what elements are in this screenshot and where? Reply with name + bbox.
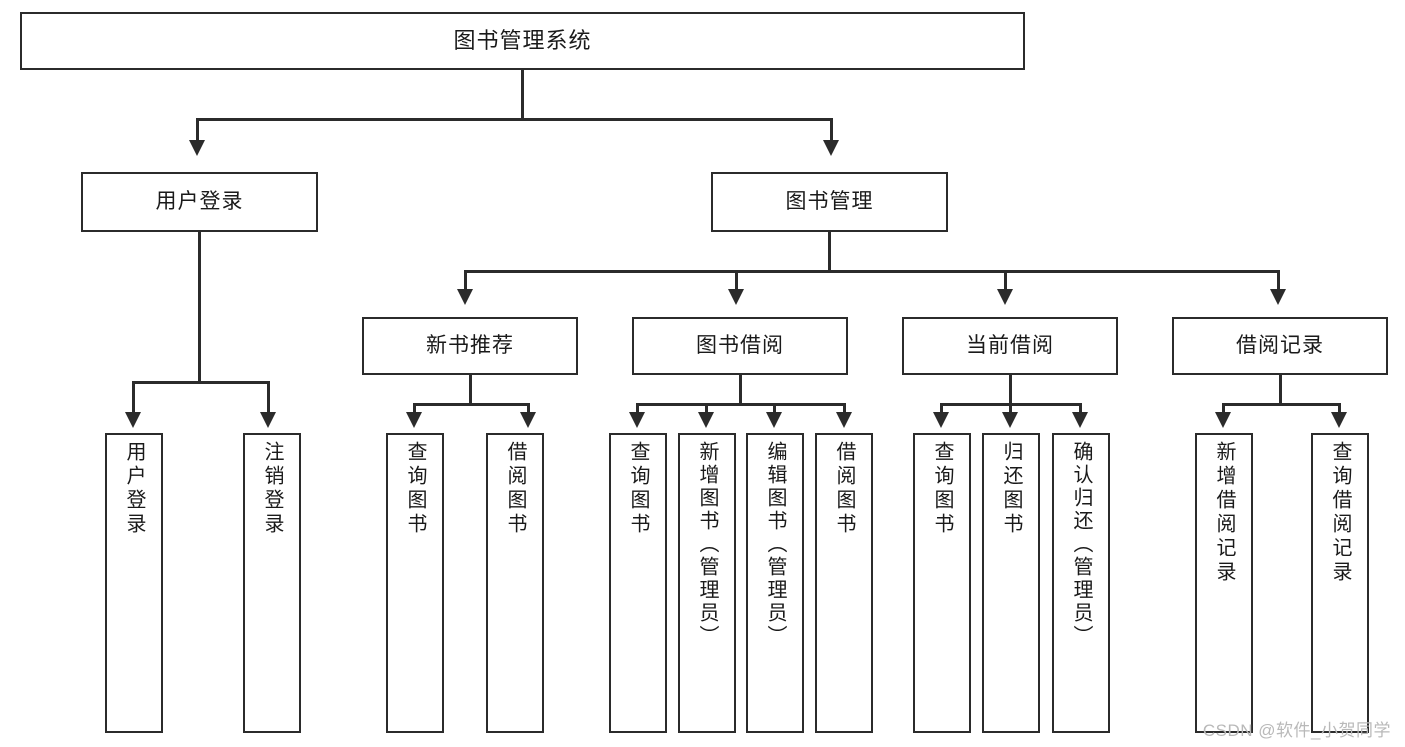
node-book-borrow[interactable]: 图书借阅 — [632, 317, 848, 375]
arrow-head-borrow-1 — [629, 412, 645, 428]
arrow-head-recommend-1 — [406, 412, 422, 428]
node-label: 归还图书 — [1000, 441, 1022, 537]
node-user-login[interactable]: 用户登录 — [81, 172, 318, 232]
leaf-return-book[interactable]: 归还图书 — [982, 433, 1040, 733]
node-label: 查询借阅记录 — [1329, 441, 1351, 585]
node-label: 确认归还（管理员） — [1070, 441, 1092, 648]
connector-user-login-drop-2 — [267, 381, 270, 415]
node-label: 查询图书 — [627, 441, 649, 537]
connector-record-bus — [1222, 403, 1341, 406]
arrow-head-book-mgmt-3 — [997, 289, 1013, 305]
node-new-book-recommend[interactable]: 新书推荐 — [362, 317, 578, 375]
connector-borrow-drop-4 — [843, 403, 846, 417]
leaf-borrow-book-recommend[interactable]: 借阅图书 — [486, 433, 544, 733]
connector-user-login-bus — [132, 381, 269, 384]
arrow-head-book-mgmt-4 — [1270, 289, 1286, 305]
connector-book-mgmt-drop-2 — [735, 270, 738, 292]
connector-book-mgmt-drop-1 — [464, 270, 467, 292]
node-label: 借阅图书 — [833, 441, 855, 537]
node-label: 查询图书 — [404, 441, 426, 537]
node-label: 图书借阅 — [696, 333, 784, 357]
connector-recommend-bus — [413, 403, 530, 406]
connector-root-bus — [196, 118, 833, 121]
arrow-head-user-login-1 — [125, 412, 141, 428]
connector-book-mgmt-drop-3 — [1004, 270, 1007, 292]
leaf-query-book-borrow[interactable]: 查询图书 — [609, 433, 667, 733]
arrow-head-current-3 — [1072, 412, 1088, 428]
connector-recommend-drop-1 — [413, 403, 416, 417]
arrow-head-current-2 — [1002, 412, 1018, 428]
connector-borrow-stem — [739, 375, 742, 403]
connector-recommend-stem — [469, 375, 472, 403]
arrow-head-root-2 — [823, 140, 839, 156]
connector-current-drop-3 — [1079, 403, 1082, 417]
node-label: 新书推荐 — [426, 333, 514, 357]
arrow-head-borrow-2 — [698, 412, 714, 428]
connector-current-drop-2 — [1009, 403, 1012, 417]
leaf-edit-book-admin[interactable]: 编辑图书（管理员） — [746, 433, 804, 733]
leaf-query-book-recommend[interactable]: 查询图书 — [386, 433, 444, 733]
connector-current-stem — [1009, 375, 1012, 403]
connector-record-stem — [1279, 375, 1282, 403]
connector-borrow-bus — [636, 403, 846, 406]
node-label: 图书管理 — [785, 189, 874, 213]
node-root-system[interactable]: 图书管理系统 — [20, 12, 1025, 70]
arrow-head-current-1 — [933, 412, 949, 428]
node-label: 用户登录 — [155, 189, 244, 213]
connector-borrow-drop-1 — [636, 403, 639, 417]
node-borrow-record[interactable]: 借阅记录 — [1172, 317, 1388, 375]
leaf-query-book-current[interactable]: 查询图书 — [913, 433, 971, 733]
node-label: 查询图书 — [931, 441, 953, 537]
connector-root-drop-2 — [830, 118, 833, 144]
node-label: 新增图书（管理员） — [696, 441, 718, 648]
node-label: 编辑图书（管理员） — [764, 441, 786, 648]
node-current-borrow[interactable]: 当前借阅 — [902, 317, 1118, 375]
arrow-head-root-1 — [189, 140, 205, 156]
leaf-add-borrow-record[interactable]: 新增借阅记录 — [1195, 433, 1253, 733]
arrow-head-record-2 — [1331, 412, 1347, 428]
leaf-add-book-admin[interactable]: 新增图书（管理员） — [678, 433, 736, 733]
connector-current-drop-1 — [940, 403, 943, 417]
connector-book-mgmt-bus — [464, 270, 1280, 273]
node-label: 新增借阅记录 — [1213, 441, 1235, 585]
node-label: 借阅记录 — [1236, 333, 1324, 357]
node-book-management[interactable]: 图书管理 — [711, 172, 948, 232]
leaf-logout[interactable]: 注销登录 — [243, 433, 301, 733]
node-label: 用户登录 — [123, 441, 145, 537]
node-label: 注销登录 — [261, 441, 283, 537]
node-label: 借阅图书 — [504, 441, 526, 537]
leaf-user-login[interactable]: 用户登录 — [105, 433, 163, 733]
node-label: 图书管理系统 — [453, 28, 592, 54]
arrow-head-record-1 — [1215, 412, 1231, 428]
connector-root-drop-1 — [196, 118, 199, 144]
connector-book-mgmt-stem — [828, 232, 831, 270]
connector-record-drop-1 — [1222, 403, 1225, 417]
leaf-confirm-return-admin[interactable]: 确认归还（管理员） — [1052, 433, 1110, 733]
leaf-borrow-book[interactable]: 借阅图书 — [815, 433, 873, 733]
connector-user-login-drop-1 — [132, 381, 135, 415]
arrow-head-book-mgmt-2 — [728, 289, 744, 305]
connector-book-mgmt-drop-4 — [1277, 270, 1280, 292]
arrow-head-user-login-2 — [260, 412, 276, 428]
arrow-head-book-mgmt-1 — [457, 289, 473, 305]
connector-recommend-drop-2 — [527, 403, 530, 417]
connector-borrow-drop-3 — [773, 403, 776, 417]
connector-borrow-drop-2 — [705, 403, 708, 417]
connector-record-drop-2 — [1338, 403, 1341, 417]
arrow-head-borrow-4 — [836, 412, 852, 428]
arrow-head-recommend-2 — [520, 412, 536, 428]
leaf-query-borrow-record[interactable]: 查询借阅记录 — [1311, 433, 1369, 733]
arrow-head-borrow-3 — [766, 412, 782, 428]
connector-user-login-stem — [198, 232, 201, 381]
node-label: 当前借阅 — [966, 333, 1054, 357]
connector-root-stem — [521, 70, 524, 118]
